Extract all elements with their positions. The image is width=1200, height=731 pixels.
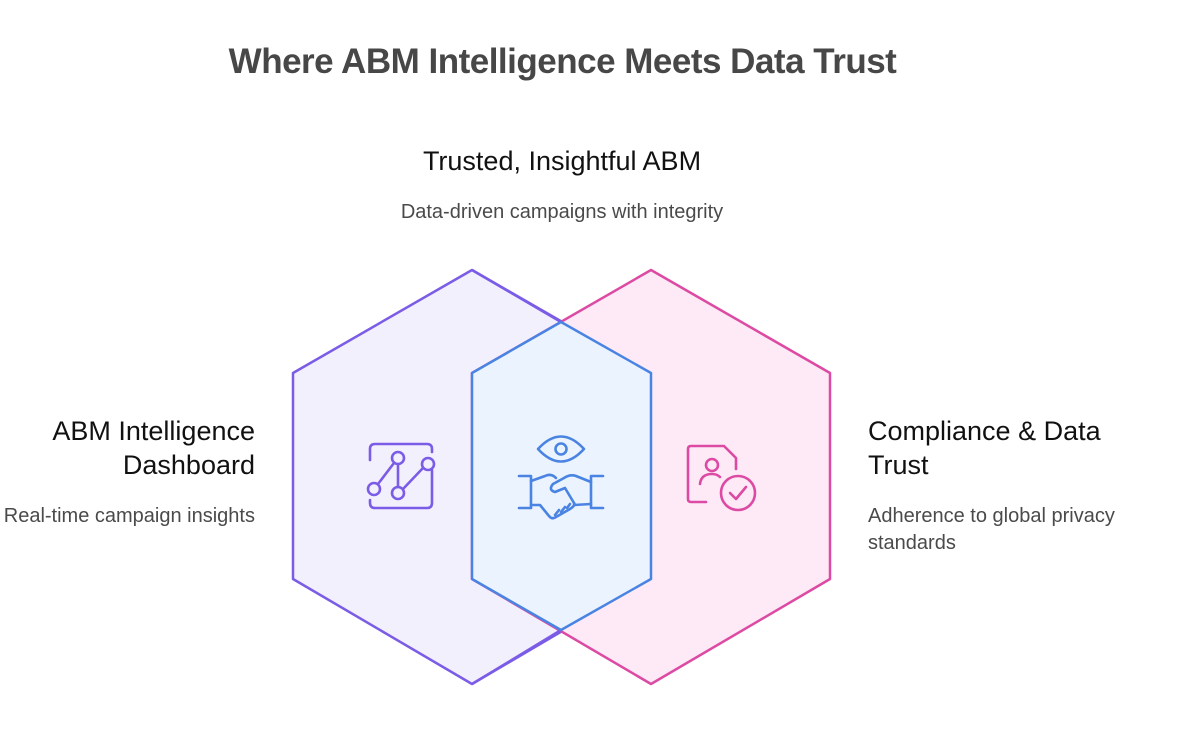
line-chart-icon — [366, 442, 436, 510]
intersection-hexagon — [470, 320, 653, 632]
verified-user-document-icon — [686, 444, 757, 512]
left-hexagon-edge — [471, 628, 562, 686]
right-set-description: Adherence to global privacy standards — [868, 505, 1115, 554]
left-set-heading: ABM Intelligence Dashboard — [52, 416, 255, 480]
intersection-heading: Trusted, Insightful ABM — [422, 146, 702, 176]
eye-handshake-icon — [517, 435, 605, 520]
diagram-title: Where ABM Intelligence Meets Data Trust — [228, 42, 897, 81]
left-set-description: Real-time campaign insights — [3, 505, 255, 527]
intersection-description: Data-driven campaigns with integrity — [400, 201, 724, 223]
right-set-heading: Compliance & Data Trust — [868, 416, 1101, 480]
left-hexagon-edge — [471, 268, 562, 324]
